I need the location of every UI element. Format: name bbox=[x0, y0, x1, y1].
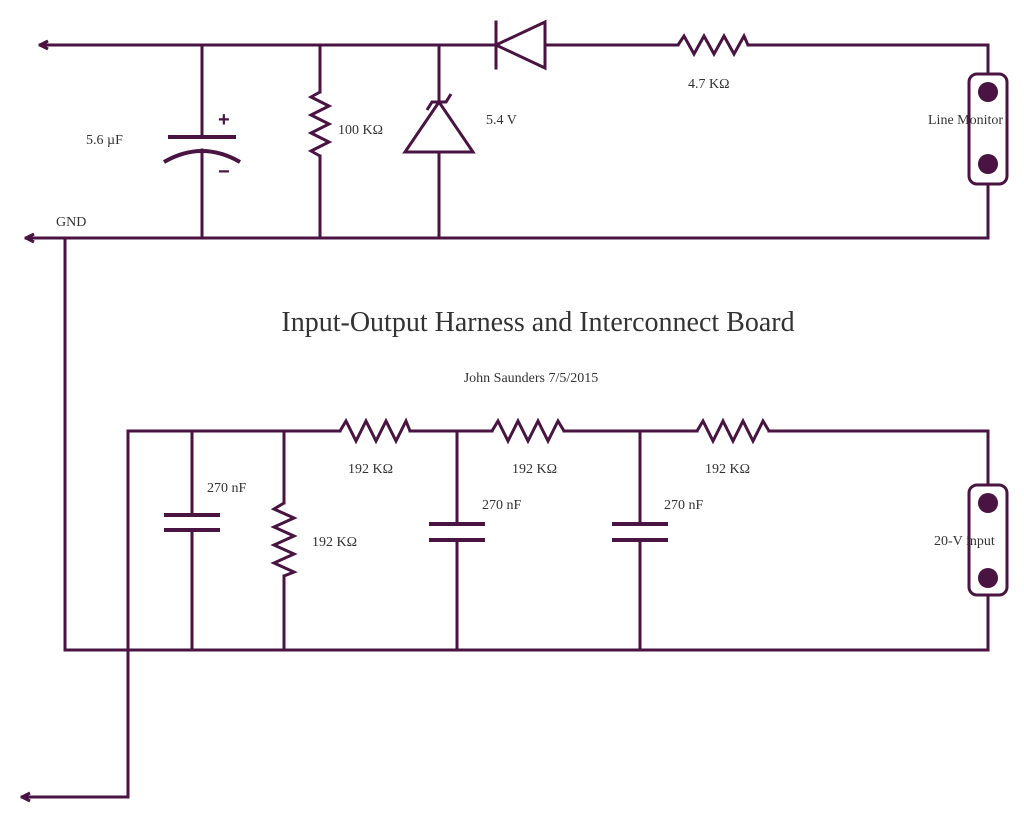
gnd-arrow-icon bbox=[25, 232, 35, 244]
capacitor-270nf-2-label: 270 nF bbox=[482, 498, 522, 513]
diode-series bbox=[492, 19, 680, 71]
capacitor-minus-label: − bbox=[218, 161, 230, 183]
connector-pin-icon bbox=[978, 82, 998, 102]
gnd-rail bbox=[24, 232, 990, 244]
resistor-192k-2-label: 192 KΩ bbox=[512, 462, 557, 477]
capacitor-270nf-1-label: 270 nF bbox=[207, 481, 247, 496]
connector-pin-icon bbox=[978, 493, 998, 513]
author-date: John Saunders 7/5/2015 bbox=[464, 371, 599, 386]
resistor-192k-shunt bbox=[270, 429, 298, 652]
top-circuit: + − bbox=[24, 19, 1009, 244]
resistor-4-7k bbox=[676, 32, 990, 76]
capacitor-5-6uf-label: 5.6 µF bbox=[86, 133, 123, 148]
input-20v-label: 20-V input bbox=[934, 534, 995, 549]
line-monitor-connector bbox=[967, 72, 1009, 240]
connector-pin-icon bbox=[978, 154, 998, 174]
filter-output-arrow-icon bbox=[21, 791, 31, 803]
resistor-100k bbox=[307, 43, 333, 240]
capacitor-270nf-3 bbox=[612, 429, 668, 652]
line-monitor-label: Line Monitor bbox=[928, 113, 1003, 128]
capacitor-270nf-2 bbox=[429, 429, 485, 652]
resistor-192k-3-label: 192 KΩ bbox=[705, 462, 750, 477]
resistor-192k-2 bbox=[490, 417, 699, 445]
zener-label: 5.4 V bbox=[486, 113, 517, 128]
input-20v-connector bbox=[967, 483, 1009, 652]
bottom-circuit: 270 nF 192 KΩ 192 KΩ 192 KΩ 192 KΩ 270 n… bbox=[20, 236, 1009, 803]
capacitor-270nf-1 bbox=[164, 429, 220, 652]
resistor-192k-shunt-label: 192 KΩ bbox=[312, 535, 357, 550]
gnd-label: GND bbox=[56, 215, 86, 230]
connector-pin-icon bbox=[978, 568, 998, 588]
output-arrow-icon bbox=[39, 39, 49, 51]
resistor-192k-1 bbox=[338, 417, 494, 445]
resistor-4-7k-label: 4.7 KΩ bbox=[688, 77, 730, 92]
capacitor-plus-label: + bbox=[218, 109, 230, 131]
filter-output-line bbox=[20, 429, 342, 803]
resistor-100k-label: 100 KΩ bbox=[338, 123, 383, 138]
diagram-title: Input-Output Harness and Interconnect Bo… bbox=[281, 307, 794, 338]
resistor-192k-3 bbox=[695, 417, 990, 487]
capacitor-5-6uf: + − bbox=[162, 43, 242, 240]
resistor-192k-1-label: 192 KΩ bbox=[348, 462, 393, 477]
capacitor-270nf-3-label: 270 nF bbox=[664, 498, 704, 513]
zener-diode-5-4v bbox=[402, 43, 476, 240]
top-output-rail bbox=[38, 39, 498, 51]
